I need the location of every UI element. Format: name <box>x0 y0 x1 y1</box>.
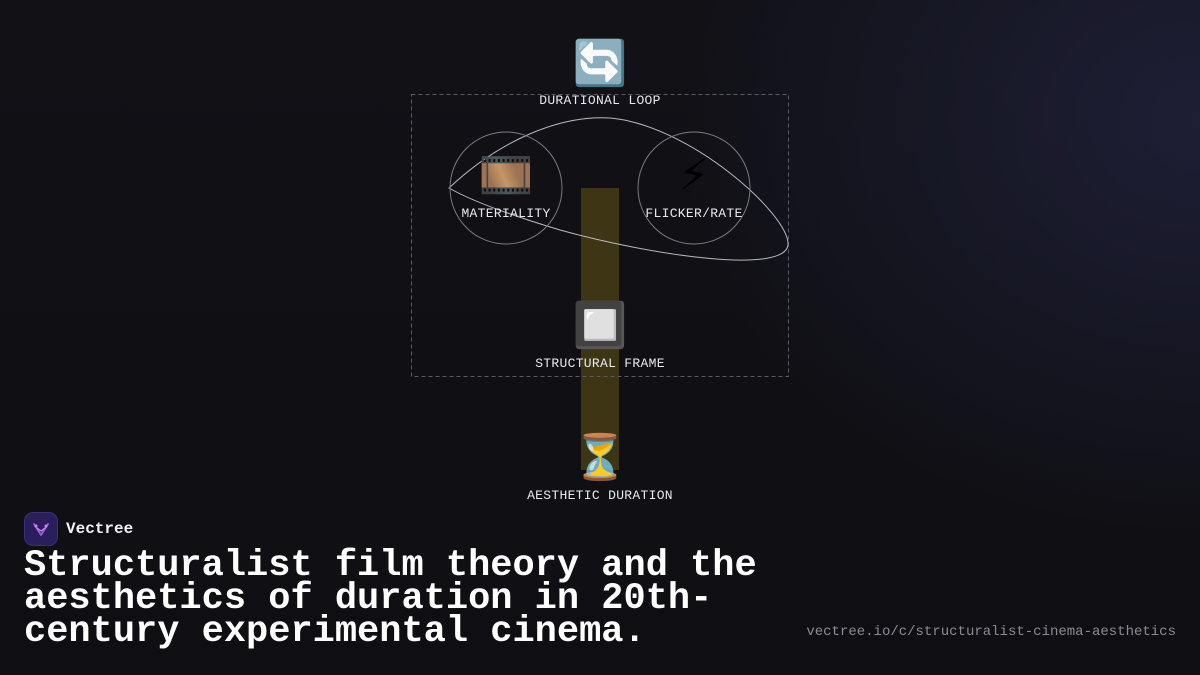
node-structural-frame: 🔲 STRUCTURAL FRAME <box>535 300 665 371</box>
brand-name: Vectree <box>66 520 134 538</box>
source-url[interactable]: vectree.io/c/structuralist-cinema-aesthe… <box>806 624 1176 640</box>
duration-beam <box>581 188 619 470</box>
node-aesthetic-duration: ⏳ AESTHETIC DURATION <box>527 432 673 503</box>
film-frames-icon: 🎞️ <box>479 150 534 201</box>
loop-arrows-icon: 🔄 <box>573 38 628 89</box>
flicker-circle <box>637 131 751 245</box>
node-flicker-rate: ⚡ FLICKER/RATE <box>645 150 742 221</box>
node-materiality: 🎞️ MATERIALITY <box>461 150 550 221</box>
materiality-circle <box>449 131 563 245</box>
lightning-icon: ⚡ <box>679 150 710 201</box>
node-durational-loop: 🔄 DURATIONAL LOOP <box>539 38 661 108</box>
page-title: Structuralist film theory and the aesthe… <box>24 545 757 653</box>
durational-loop-label: DURATIONAL LOOP <box>539 93 661 108</box>
vectree-logo-icon <box>24 512 58 546</box>
materiality-label: MATERIALITY <box>461 206 550 221</box>
flicker-rate-label: FLICKER/RATE <box>645 206 742 221</box>
square-frame-icon: 🔲 <box>573 300 628 351</box>
structural-frame-box <box>411 94 789 377</box>
brand: Vectree <box>24 512 133 546</box>
hourglass-icon: ⏳ <box>573 432 628 483</box>
structural-frame-label: STRUCTURAL FRAME <box>535 356 665 371</box>
aesthetic-duration-label: AESTHETIC DURATION <box>527 488 673 503</box>
